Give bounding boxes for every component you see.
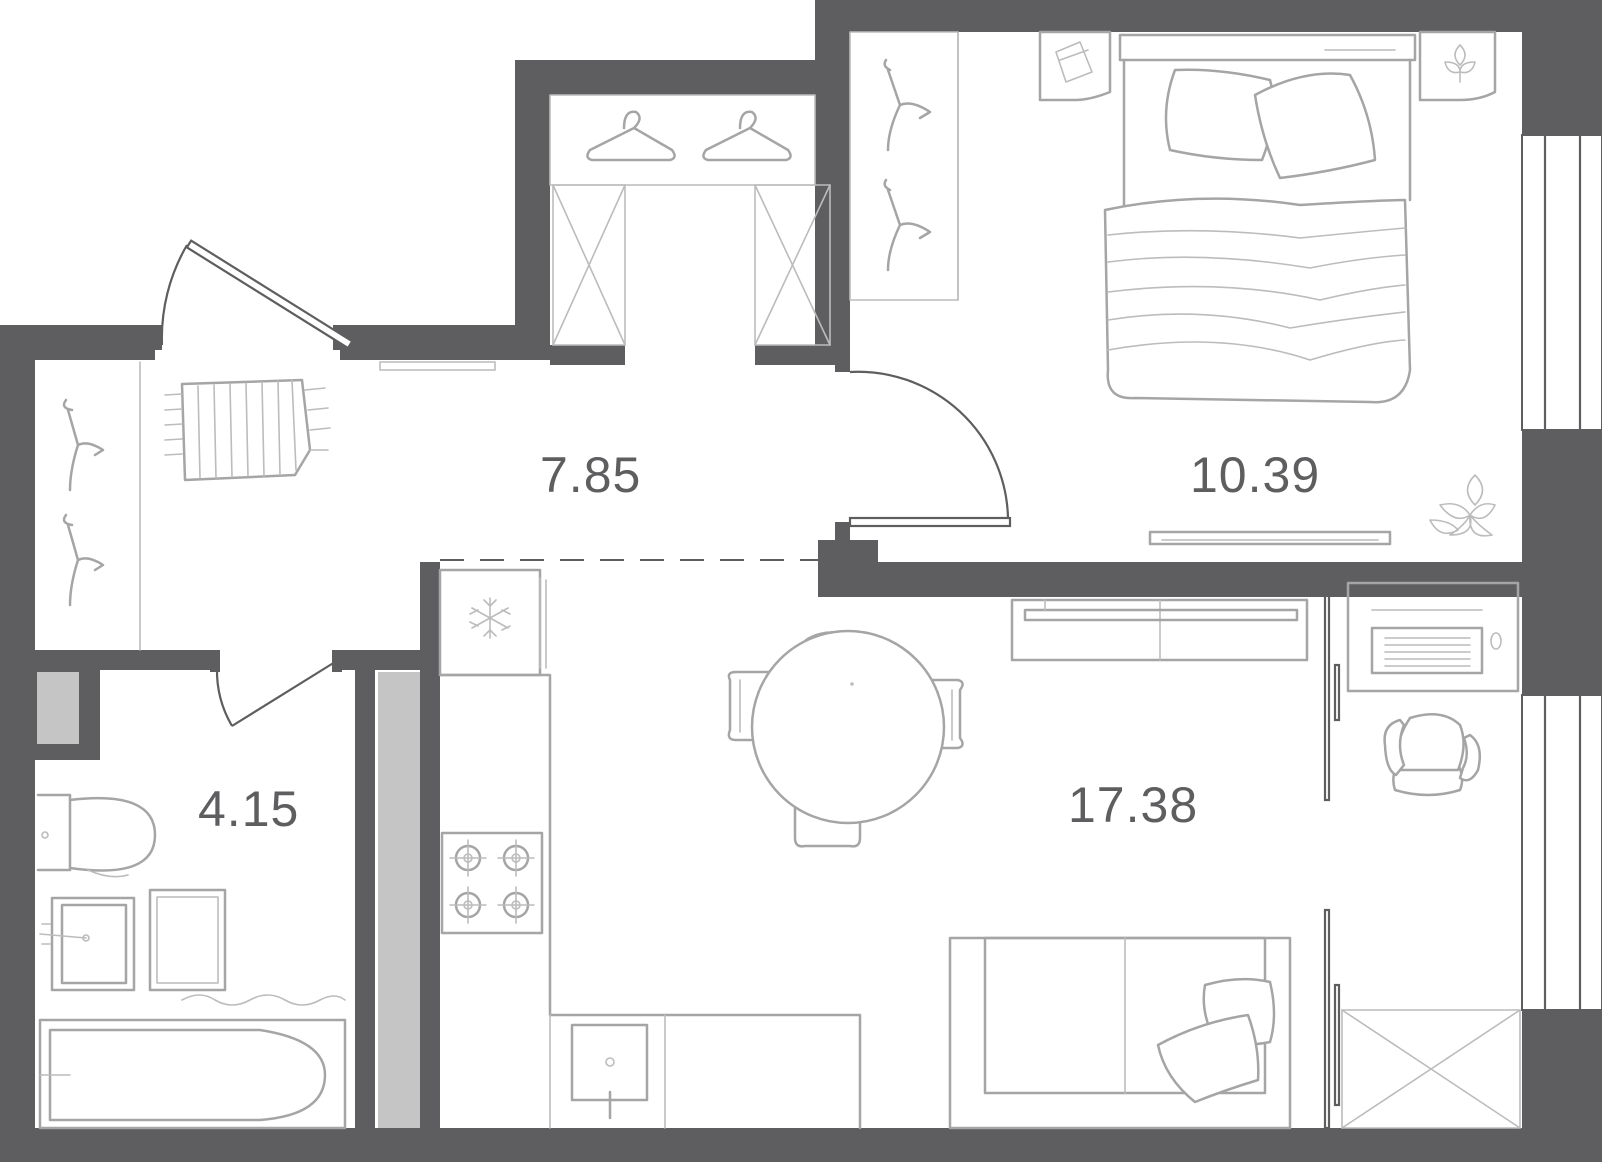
bed — [1103, 33, 1417, 404]
toilet — [36, 793, 157, 878]
nightstand — [1418, 30, 1497, 102]
kitchen-sink — [570, 1023, 649, 1120]
bath-mat — [148, 888, 346, 1006]
plant-icon — [1429, 474, 1496, 537]
wardrobe-sliding — [1320, 585, 1341, 1130]
tv-unit — [1010, 598, 1309, 662]
pillow-icon — [1253, 72, 1377, 180]
windows — [1521, 134, 1602, 1011]
office-chair — [1383, 713, 1481, 797]
bathroom-door — [210, 650, 342, 727]
nightstand — [1038, 30, 1112, 102]
hanger-icon — [62, 513, 105, 607]
rug-icon — [164, 378, 331, 482]
bathtub — [38, 1018, 347, 1130]
niche-wardrobe — [549, 94, 831, 346]
pillow-icon — [1164, 68, 1275, 162]
bedroom-wardrobe — [849, 31, 959, 301]
vent-shaft — [378, 672, 420, 1128]
hanger-icon — [586, 110, 676, 162]
tv-stand — [1148, 530, 1392, 546]
vent-shaft — [37, 672, 79, 744]
dining-table — [727, 629, 964, 848]
hanger-icon — [883, 178, 932, 272]
room-area-hall: 7.85 — [540, 447, 641, 503]
hanger-icon — [62, 398, 105, 492]
stove — [440, 831, 544, 935]
snowflake-icon — [469, 597, 511, 639]
kitchen-counter — [438, 673, 862, 1130]
bedroom-door — [848, 370, 1012, 528]
room-area-bathroom: 4.15 — [198, 781, 299, 837]
sink — [39, 896, 136, 992]
desk — [1346, 581, 1520, 693]
hanger-icon — [702, 110, 792, 162]
pillow-icon — [1156, 1013, 1260, 1104]
sofa — [948, 936, 1292, 1130]
room-area-kitchen-living: 17.38 — [1068, 777, 1198, 833]
built-in-cabinet — [1341, 1009, 1521, 1129]
hanger-icon — [883, 58, 932, 152]
plant-icon — [1444, 44, 1476, 83]
room-area-bedroom: 10.39 — [1190, 447, 1320, 503]
entrance-door — [150, 239, 354, 350]
hall-wardrobe — [62, 361, 496, 651]
fridge — [438, 568, 547, 677]
